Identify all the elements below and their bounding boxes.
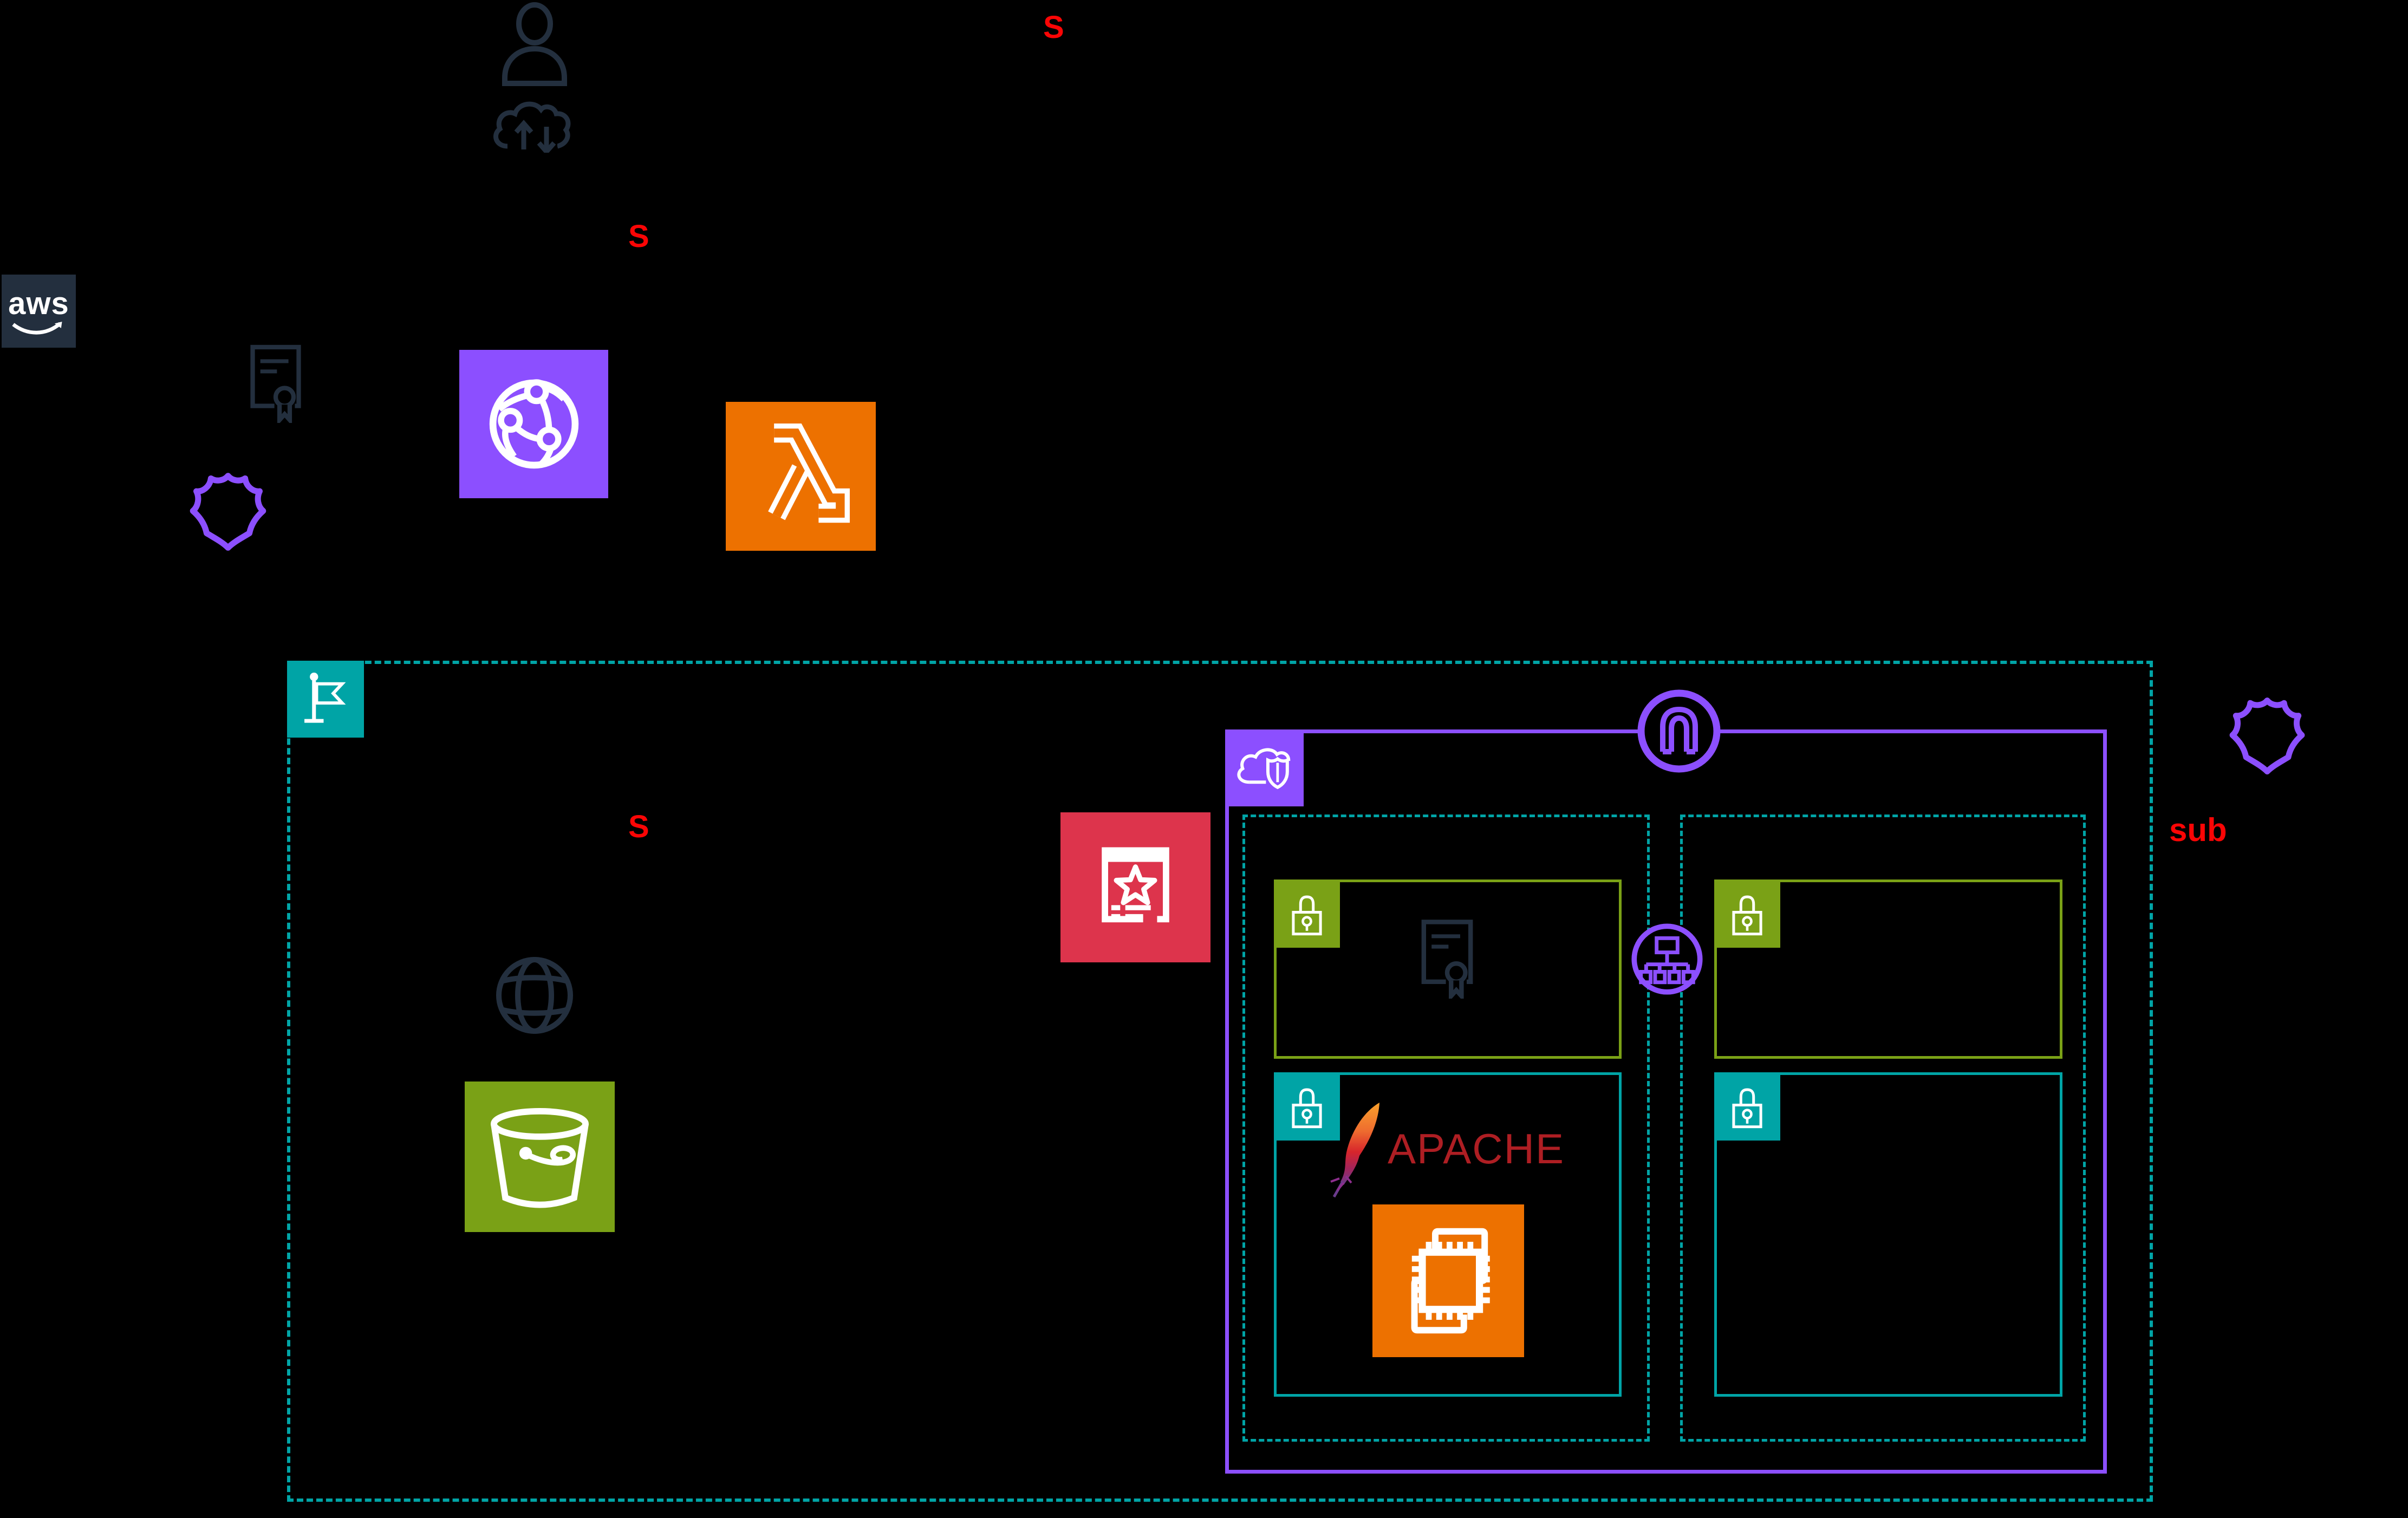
availability-zone-1 <box>1242 815 1650 1442</box>
private-subnet-1 <box>1274 1072 1622 1397</box>
internet-gateway-icon <box>1635 687 1723 776</box>
label-s-middle: S <box>628 219 649 254</box>
apache-feather-icon <box>1330 1100 1389 1201</box>
user-icon <box>494 2 575 88</box>
internet-globe-icon <box>492 953 577 1038</box>
certificate-icon-subnet <box>1415 914 1480 999</box>
availability-zone-2 <box>1680 815 2086 1442</box>
cloudfront-icon <box>459 350 608 498</box>
shield-icon-left <box>184 469 272 555</box>
public-subnet-lock-icon <box>1714 879 1780 948</box>
aws-logo-text: aws <box>8 286 69 321</box>
private-subnet-lock-icon <box>1274 1072 1340 1141</box>
region-flag-icon <box>287 661 364 738</box>
label-sub: sub <box>2169 812 2227 848</box>
elastic-load-balancer-icon <box>1630 922 1704 996</box>
public-subnet-2 <box>1714 879 2062 1059</box>
region-boundary <box>287 661 2153 1502</box>
waf-icon <box>1060 812 1210 962</box>
shield-icon-right <box>2225 693 2309 779</box>
certificate-icon-left <box>244 339 308 423</box>
label-s-lower: S <box>628 809 649 844</box>
aws-logo: aws <box>2 275 76 348</box>
lambda-icon <box>726 402 876 551</box>
cloud-transfer-icon <box>489 96 582 153</box>
ec2-icon <box>1372 1204 1524 1357</box>
apache-logo-text: APACHE <box>1388 1125 1565 1172</box>
public-subnet-lock-icon <box>1274 879 1340 948</box>
label-s-top: S <box>1043 10 1064 45</box>
s3-bucket-icon <box>465 1082 615 1232</box>
aws-smile-icon <box>11 322 62 335</box>
private-subnet-lock-icon <box>1714 1072 1780 1141</box>
public-subnet-1 <box>1274 879 1622 1059</box>
vpc-icon <box>1225 729 1304 806</box>
private-subnet-2 <box>1714 1072 2062 1397</box>
